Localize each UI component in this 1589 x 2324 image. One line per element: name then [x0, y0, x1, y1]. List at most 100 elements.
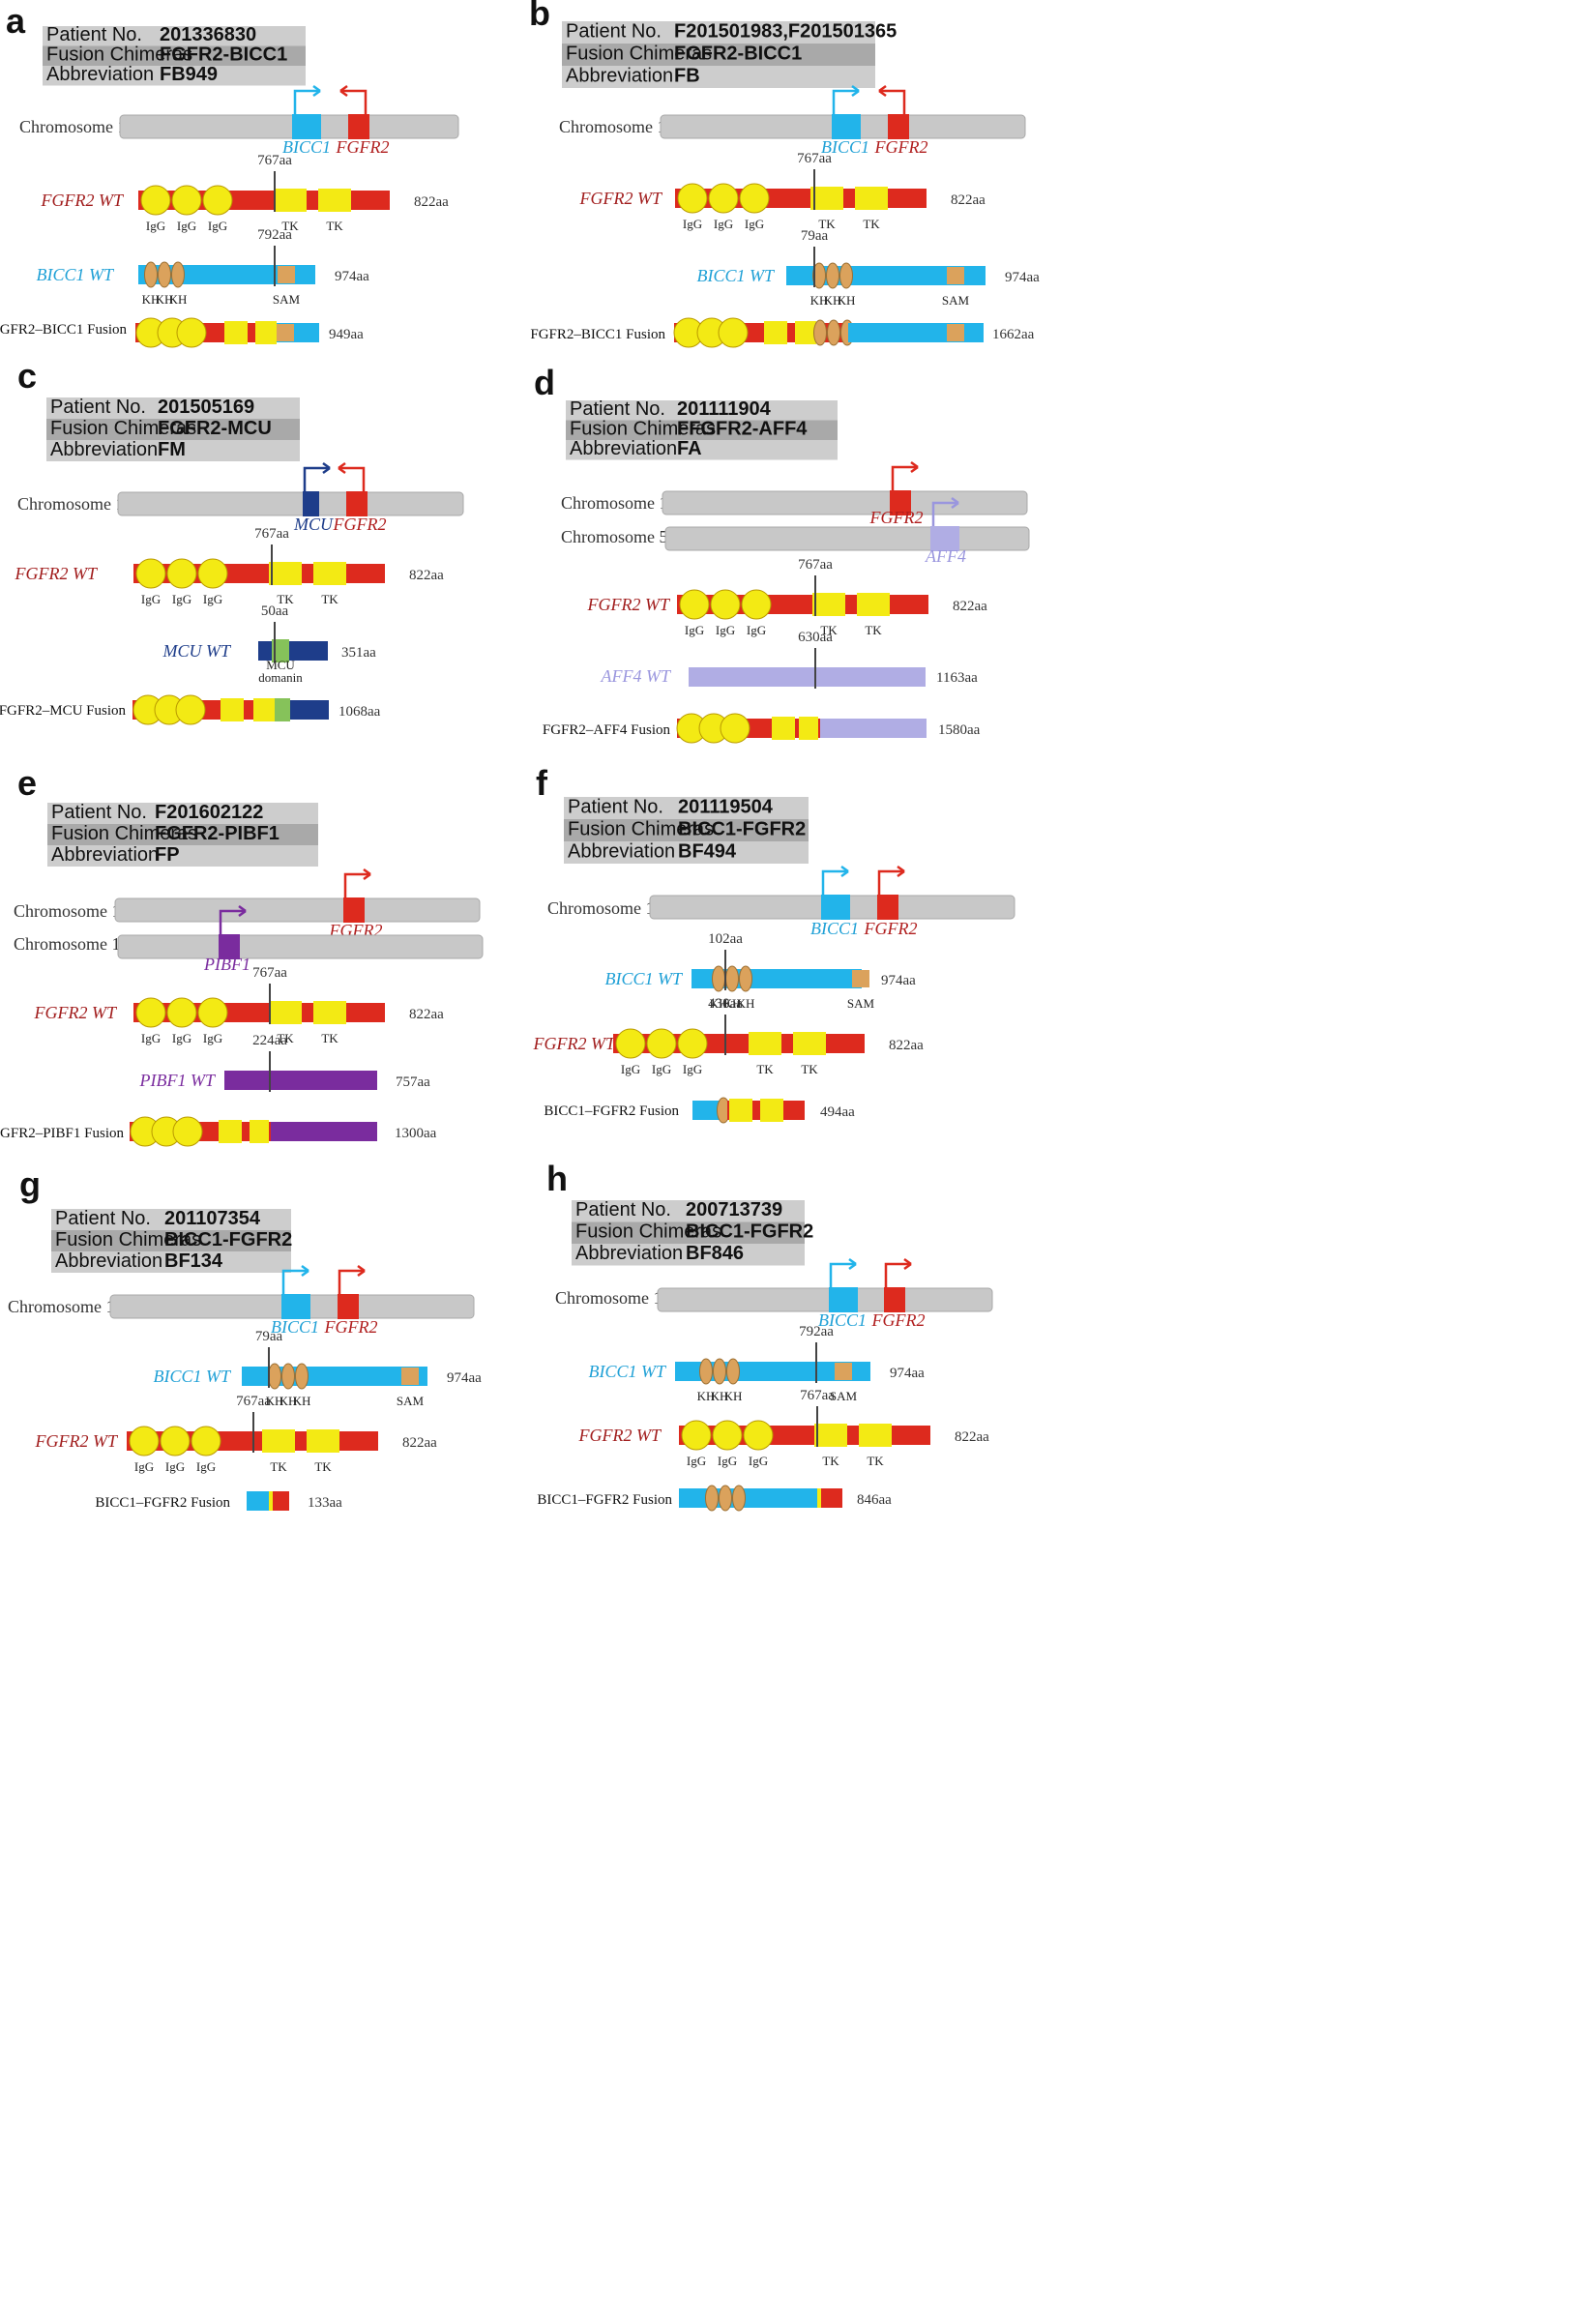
- igg-label: IgG: [747, 623, 766, 637]
- table-row: [572, 1244, 805, 1266]
- protein-length: 822aa: [951, 192, 986, 208]
- tk-domain: [799, 717, 818, 740]
- chromosome-label: Chromosome 10: [19, 117, 135, 136]
- fusion-label: FGFR2–BICC1 Fusion: [530, 327, 665, 342]
- igg-label: IgG: [172, 1031, 191, 1045]
- pibf1-segment: [271, 1122, 377, 1141]
- igg-domain: [712, 1420, 743, 1451]
- kh-domain: [719, 1485, 732, 1512]
- sam-label: SAM: [942, 293, 970, 308]
- aff4-bar: [689, 667, 926, 687]
- tk-domain: [793, 1032, 826, 1055]
- table-key: Patient No.: [570, 398, 665, 420]
- tk-domain: [224, 321, 248, 344]
- fgfr2-tss-arrow: [338, 1264, 366, 1294]
- fgfr2-gene: [338, 1294, 359, 1319]
- tk-domain: [307, 1429, 339, 1453]
- igg-label: IgG: [141, 592, 161, 606]
- igg-domain: [197, 558, 228, 589]
- table-key: Abbreviation: [566, 66, 673, 87]
- tk-label: TK: [321, 592, 338, 606]
- table-row: [47, 845, 318, 867]
- kh-label: KH: [810, 293, 829, 308]
- aff4-gene: [930, 526, 959, 551]
- bicc1-tss-arrow: [821, 865, 849, 895]
- table-row: [51, 1251, 291, 1273]
- gene-label: BICC1: [818, 1310, 867, 1330]
- tk-label: TK: [277, 1031, 294, 1045]
- tk-label: TK: [820, 623, 838, 637]
- gene-label: BICC1: [282, 137, 331, 157]
- kh-domain: [712, 965, 725, 992]
- gene-label: BICC1: [810, 919, 859, 938]
- tk-domain: [269, 1001, 302, 1024]
- breakpoint-label: 767aa: [797, 151, 832, 166]
- protein-label: PIBF1 WT: [139, 1071, 217, 1090]
- table-value: FGFR2-BICC1: [160, 44, 287, 65]
- bicc1-gene: [281, 1294, 310, 1319]
- bicc1-tss-arrow: [293, 84, 321, 114]
- chromosome-10: [114, 897, 481, 923]
- table-key: Abbreviation: [55, 1250, 162, 1272]
- bicc1-gene: [829, 1287, 858, 1312]
- table-row: [47, 824, 318, 845]
- table-value: BF846: [686, 1243, 744, 1264]
- table-key: Fusion Chimeras: [570, 418, 716, 439]
- igg-domain: [160, 1426, 191, 1456]
- tk-domain: [219, 1120, 242, 1143]
- kh-label: KH: [711, 1389, 729, 1403]
- protein-length: 1068aa: [338, 704, 381, 720]
- table-key: Fusion Chimeras: [55, 1229, 201, 1250]
- protein-length: 974aa: [881, 973, 916, 988]
- sam-label: SAM: [397, 1394, 425, 1408]
- table-key: Fusion Chimeras: [568, 819, 714, 840]
- table-value: 201119504: [678, 797, 774, 818]
- igg-domain: [191, 1426, 221, 1456]
- chromosome-10: [657, 1287, 993, 1312]
- table-row: [564, 819, 809, 841]
- protein-length: 822aa: [402, 1435, 437, 1451]
- tk-label: TK: [801, 1062, 818, 1076]
- tk-domain: [749, 1032, 781, 1055]
- table-value: 200713739: [686, 1199, 782, 1221]
- kh-label: KH: [169, 292, 188, 307]
- fgfr2-tss-arrow: [343, 868, 371, 897]
- kh-label: KH: [724, 1389, 743, 1403]
- tk-domain: [269, 1491, 273, 1511]
- protein-label: BICC1 WT: [604, 969, 683, 988]
- igg-label: IgG: [652, 1062, 671, 1076]
- tk-domain: [810, 187, 843, 210]
- table-value: BF134: [164, 1250, 223, 1272]
- fgfr2-gene: [346, 491, 368, 516]
- bicc1-tss-arrow: [829, 1257, 857, 1287]
- table-row: [51, 1230, 291, 1251]
- table-value: F201501983,F201501365: [674, 21, 897, 43]
- protein-length: 1580aa: [938, 722, 981, 738]
- tk-label: TK: [281, 219, 299, 233]
- chromosome-10: [662, 490, 1028, 515]
- fgfr2-tss-arrow: [338, 461, 366, 491]
- tk-domain: [318, 189, 351, 212]
- protein-length: 974aa: [447, 1370, 482, 1386]
- kh-domain: [295, 1363, 309, 1390]
- tk-domain: [253, 698, 275, 721]
- gene-label: PIBF1: [203, 955, 250, 974]
- igg-domain: [176, 317, 207, 348]
- igg-label: IgG: [716, 623, 735, 637]
- igg-label: IgG: [714, 217, 733, 231]
- tk-label: TK: [818, 217, 836, 231]
- panel-letter: h: [546, 1159, 568, 1198]
- table-key: Abbreviation: [50, 439, 158, 460]
- igg-domain: [135, 997, 166, 1028]
- protein-label: FGFR2 WT: [15, 564, 99, 583]
- gene-label: FGFR2: [864, 919, 918, 938]
- protein-length: 757aa: [396, 1074, 430, 1090]
- tk-domain: [255, 321, 277, 344]
- tk-domain: [250, 1120, 269, 1143]
- pibf1-gene: [219, 934, 240, 959]
- fusion-label: FGFR2–MCU Fusion: [0, 703, 126, 719]
